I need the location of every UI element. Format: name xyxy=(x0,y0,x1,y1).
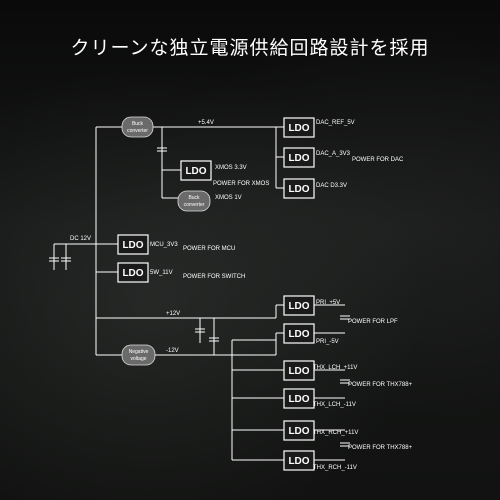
converter-label: Buck xyxy=(132,121,144,127)
ldo-label: LDO xyxy=(288,366,309,377)
note-power-mcu: POWER FOR MCU xyxy=(183,246,235,252)
wires xyxy=(53,126,345,461)
capacitor-icon xyxy=(340,315,350,320)
ldo-label: LDO xyxy=(288,184,309,195)
ldo-pri-neg: LDO xyxy=(283,323,315,344)
ldo-thx-r-neg: LDO xyxy=(283,450,315,471)
output-label-thx-l-pos: THX_LCH_+11V xyxy=(313,365,357,371)
ldo-thx-l-pos: LDO xyxy=(283,360,315,381)
capacitor-icon xyxy=(61,257,71,262)
capacitor-icon xyxy=(209,337,219,342)
ldo-label: LDO xyxy=(288,329,309,340)
ldo-dac-ref: LDO xyxy=(283,117,315,138)
negative-voltage-converter: Negative voltage xyxy=(121,344,156,366)
output-label-xmos1: XMOS 1V xyxy=(215,195,242,201)
capacitor-icon xyxy=(195,328,205,333)
ldo-label: LDO xyxy=(288,426,309,437)
capacitor-icon xyxy=(49,257,59,262)
ldo-label: LDO xyxy=(288,394,309,405)
rail-label-n12: -12V xyxy=(166,348,179,354)
output-label-thx-l-neg: THX_LCH_-11V xyxy=(313,402,356,408)
output-label-thx-r-neg: THX_RCH_-11V xyxy=(313,465,357,471)
capacitor-icon xyxy=(340,379,350,384)
ldo-label: LDO xyxy=(288,123,309,134)
note-power-xmos: POWER FOR XMOS xyxy=(213,181,269,187)
note-power-switch: POWER FOR SWITCH xyxy=(183,274,245,280)
ldo-pri-pos: LDO xyxy=(283,295,315,316)
output-label-pri-pos: PRI_+5V xyxy=(316,300,340,306)
converter-label: voltage xyxy=(130,356,146,362)
note-power-thx-right: POWER FOR THX788+ xyxy=(348,445,413,451)
output-label-dac-a: DAC_A_3V3 xyxy=(316,151,351,157)
ldo-dac-a: LDO xyxy=(283,147,315,168)
ldo-label: LDO xyxy=(122,240,143,251)
ldo-xmos: LDO xyxy=(180,160,212,181)
capacitor-icon xyxy=(157,147,167,152)
note-power-thx-left: POWER FOR THX788+ xyxy=(348,382,413,388)
ldo-mcu: LDO xyxy=(117,234,149,255)
output-label-switch: 5W_11V xyxy=(150,270,173,276)
ldo-label: LDO xyxy=(185,166,206,177)
buck-converter-mid: Buck converter xyxy=(177,190,211,212)
ldo-label: LDO xyxy=(288,456,309,467)
output-label-thx-r-pos: THX_RCH_+11V xyxy=(313,430,358,436)
page-title: クリーンな独立電源供給回路設計を採用 xyxy=(70,37,430,59)
capacitor-icon xyxy=(340,442,350,447)
buck-converter-top: Buck converter xyxy=(121,116,154,138)
note-power-lpf: POWER FOR LPF xyxy=(348,319,398,325)
ldo-thx-r-pos: LDO xyxy=(283,420,315,441)
ldo-label: LDO xyxy=(288,153,309,164)
rail-label-5v4: +5.4V xyxy=(198,120,214,126)
ldo-label: LDO xyxy=(288,301,309,312)
converter-label: converter xyxy=(127,128,148,134)
ldo-label: LDO xyxy=(122,268,143,279)
ldo-thx-l-neg: LDO xyxy=(283,388,315,409)
converter-label: Buck xyxy=(188,195,200,201)
rail-label-dc-in: DC 12V xyxy=(70,236,91,242)
output-label-pri-neg: PRI_-5V xyxy=(316,339,339,345)
converter-label: converter xyxy=(184,202,205,208)
ldo-switch: LDO xyxy=(117,262,149,283)
output-label-dac-d: DAC D3.3V xyxy=(316,183,347,189)
ldo-dac-d: LDO xyxy=(283,178,315,199)
output-label-xmos33: XMOS 3.3V xyxy=(215,165,247,171)
note-power-dac: POWER FOR DAC xyxy=(352,157,404,163)
rail-label-p12: +12V xyxy=(166,311,180,317)
output-label-dac-ref: DAC_REF_5V xyxy=(316,120,355,126)
capacitor-symbols xyxy=(49,147,350,447)
converter-label: Negative xyxy=(129,349,149,355)
output-label-mcu: MCU_3V3 xyxy=(150,242,178,248)
